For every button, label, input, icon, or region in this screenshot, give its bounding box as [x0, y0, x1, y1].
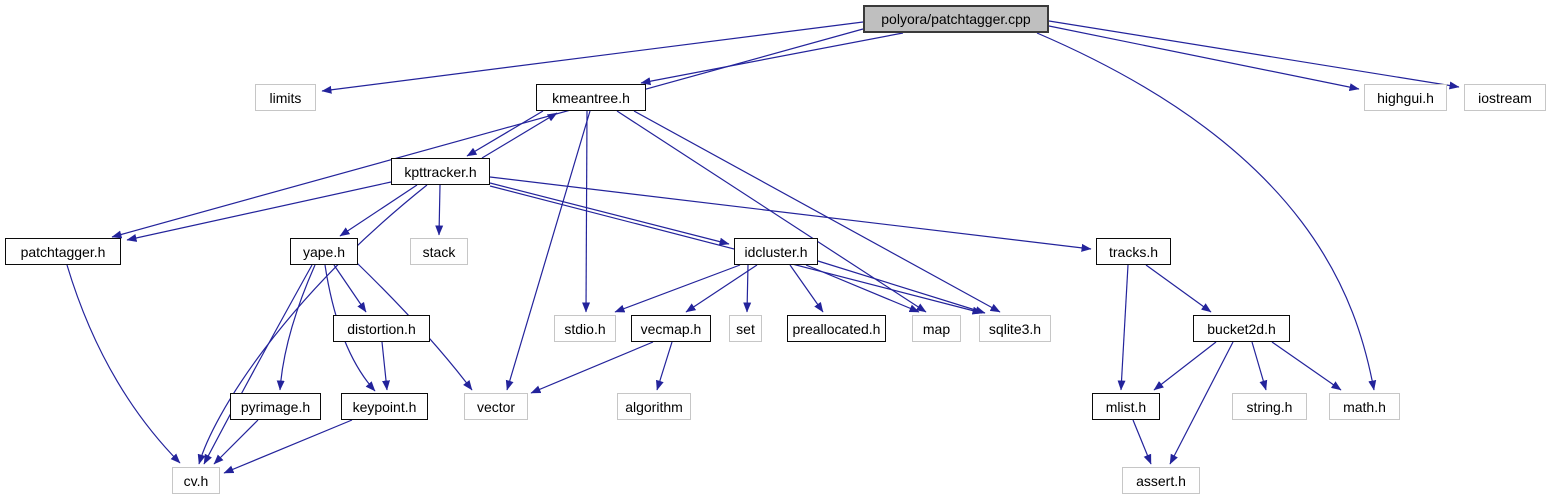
edge-patchtagger_h-to-cv: [66, 264, 181, 464]
node-cpp: polyora/patchtagger.cpp: [863, 5, 1049, 33]
edge-mlist-to-assert: [1132, 419, 1152, 465]
edge-kmeantree-to-vector: [505, 110, 591, 391]
node-pyrimage[interactable]: pyrimage.h: [230, 393, 321, 420]
node-assert: assert.h: [1122, 467, 1200, 494]
edge-kpttracker-to-tracks: [489, 176, 1092, 252]
node-stdio: stdio.h: [554, 315, 616, 342]
edge-bucket2d-to-string: [1251, 341, 1268, 391]
node-bucket2d[interactable]: bucket2d.h: [1193, 315, 1290, 342]
edge-cpp-to-limits: [321, 21, 864, 94]
node-kpttracker[interactable]: kpttracker.h: [391, 158, 490, 185]
edge-idcluster-to-map: [805, 264, 920, 313]
edge-vecmap-to-algorithm: [656, 341, 673, 391]
node-mlist[interactable]: mlist.h: [1092, 393, 1160, 420]
edge-keypoint-to-cv: [223, 419, 353, 474]
edge-cpp-to-iostream: [1048, 20, 1460, 90]
node-yape[interactable]: yape.h: [290, 238, 358, 265]
node-limits: limits: [255, 84, 316, 111]
node-string: string.h: [1232, 393, 1307, 420]
edge-kpttracker-to-patchtagger_h: [126, 181, 392, 242]
node-preallocated[interactable]: preallocated.h: [787, 315, 886, 342]
node-vector: vector: [464, 393, 528, 420]
edge-yape-to-cv: [203, 264, 313, 465]
node-distortion[interactable]: distortion.h: [333, 315, 430, 342]
edge-cpp-to-highgui: [1048, 25, 1360, 92]
edge-kmeantree-to-kpttracker: [466, 110, 544, 157]
edge-idcluster-to-stdio: [614, 264, 741, 313]
edge-kpttracker-to-cv: [197, 184, 428, 465]
edge-distortion-to-keypoint: [381, 341, 390, 391]
edge-bucket2d-to-math: [1271, 341, 1342, 391]
node-keypoint[interactable]: keypoint.h: [341, 393, 428, 420]
edge-cpp-to-math: [1036, 32, 1377, 391]
node-iostream: iostream: [1464, 84, 1546, 111]
edge-idcluster-to-preallocated: [789, 264, 824, 313]
edge-cpp-to-patchtagger_h: [111, 28, 864, 239]
edge-kpttracker-to-kmeantree: [481, 112, 558, 159]
edge-kpttracker-to-yape: [339, 184, 418, 237]
node-idcluster[interactable]: idcluster.h: [734, 238, 818, 265]
node-algorithm: algorithm: [617, 393, 691, 420]
edge-kmeantree-to-sqlite3: [633, 110, 1001, 313]
edge-cpp-to-kmeantree: [640, 32, 904, 86]
edge-kpttracker-to-idcluster: [489, 182, 730, 246]
edge-bucket2d-to-mlist: [1153, 341, 1217, 391]
edge-tracks-to-bucket2d: [1145, 264, 1212, 313]
node-set: set: [729, 315, 762, 342]
edge-yape-to-pyrimage: [276, 264, 316, 391]
node-tracks[interactable]: tracks.h: [1096, 238, 1171, 265]
node-map: map: [912, 315, 961, 342]
edge-vecmap-to-vector: [530, 341, 654, 394]
edge-bucket2d-to-assert: [1169, 341, 1234, 465]
node-stack: stack: [410, 238, 468, 265]
node-highgui: highgui.h: [1364, 84, 1447, 111]
edge-kpttracker-to-stack: [435, 184, 444, 236]
edge-tracks-to-mlist: [1117, 264, 1129, 391]
node-math: math.h: [1329, 393, 1400, 420]
edge-yape-to-distortion: [333, 264, 367, 313]
edge-pyrimage-to-cv: [213, 419, 259, 465]
node-patchtagger_h[interactable]: patchtagger.h: [5, 238, 121, 265]
node-sqlite3: sqlite3.h: [979, 315, 1051, 342]
edge-idcluster-to-sqlite3: [817, 260, 986, 314]
node-cv: cv.h: [172, 467, 220, 494]
edge-idcluster-to-vecmap: [685, 264, 758, 313]
node-vecmap[interactable]: vecmap.h: [631, 315, 711, 342]
edge-idcluster-to-set: [743, 264, 752, 313]
node-kmeantree[interactable]: kmeantree.h: [536, 84, 646, 111]
